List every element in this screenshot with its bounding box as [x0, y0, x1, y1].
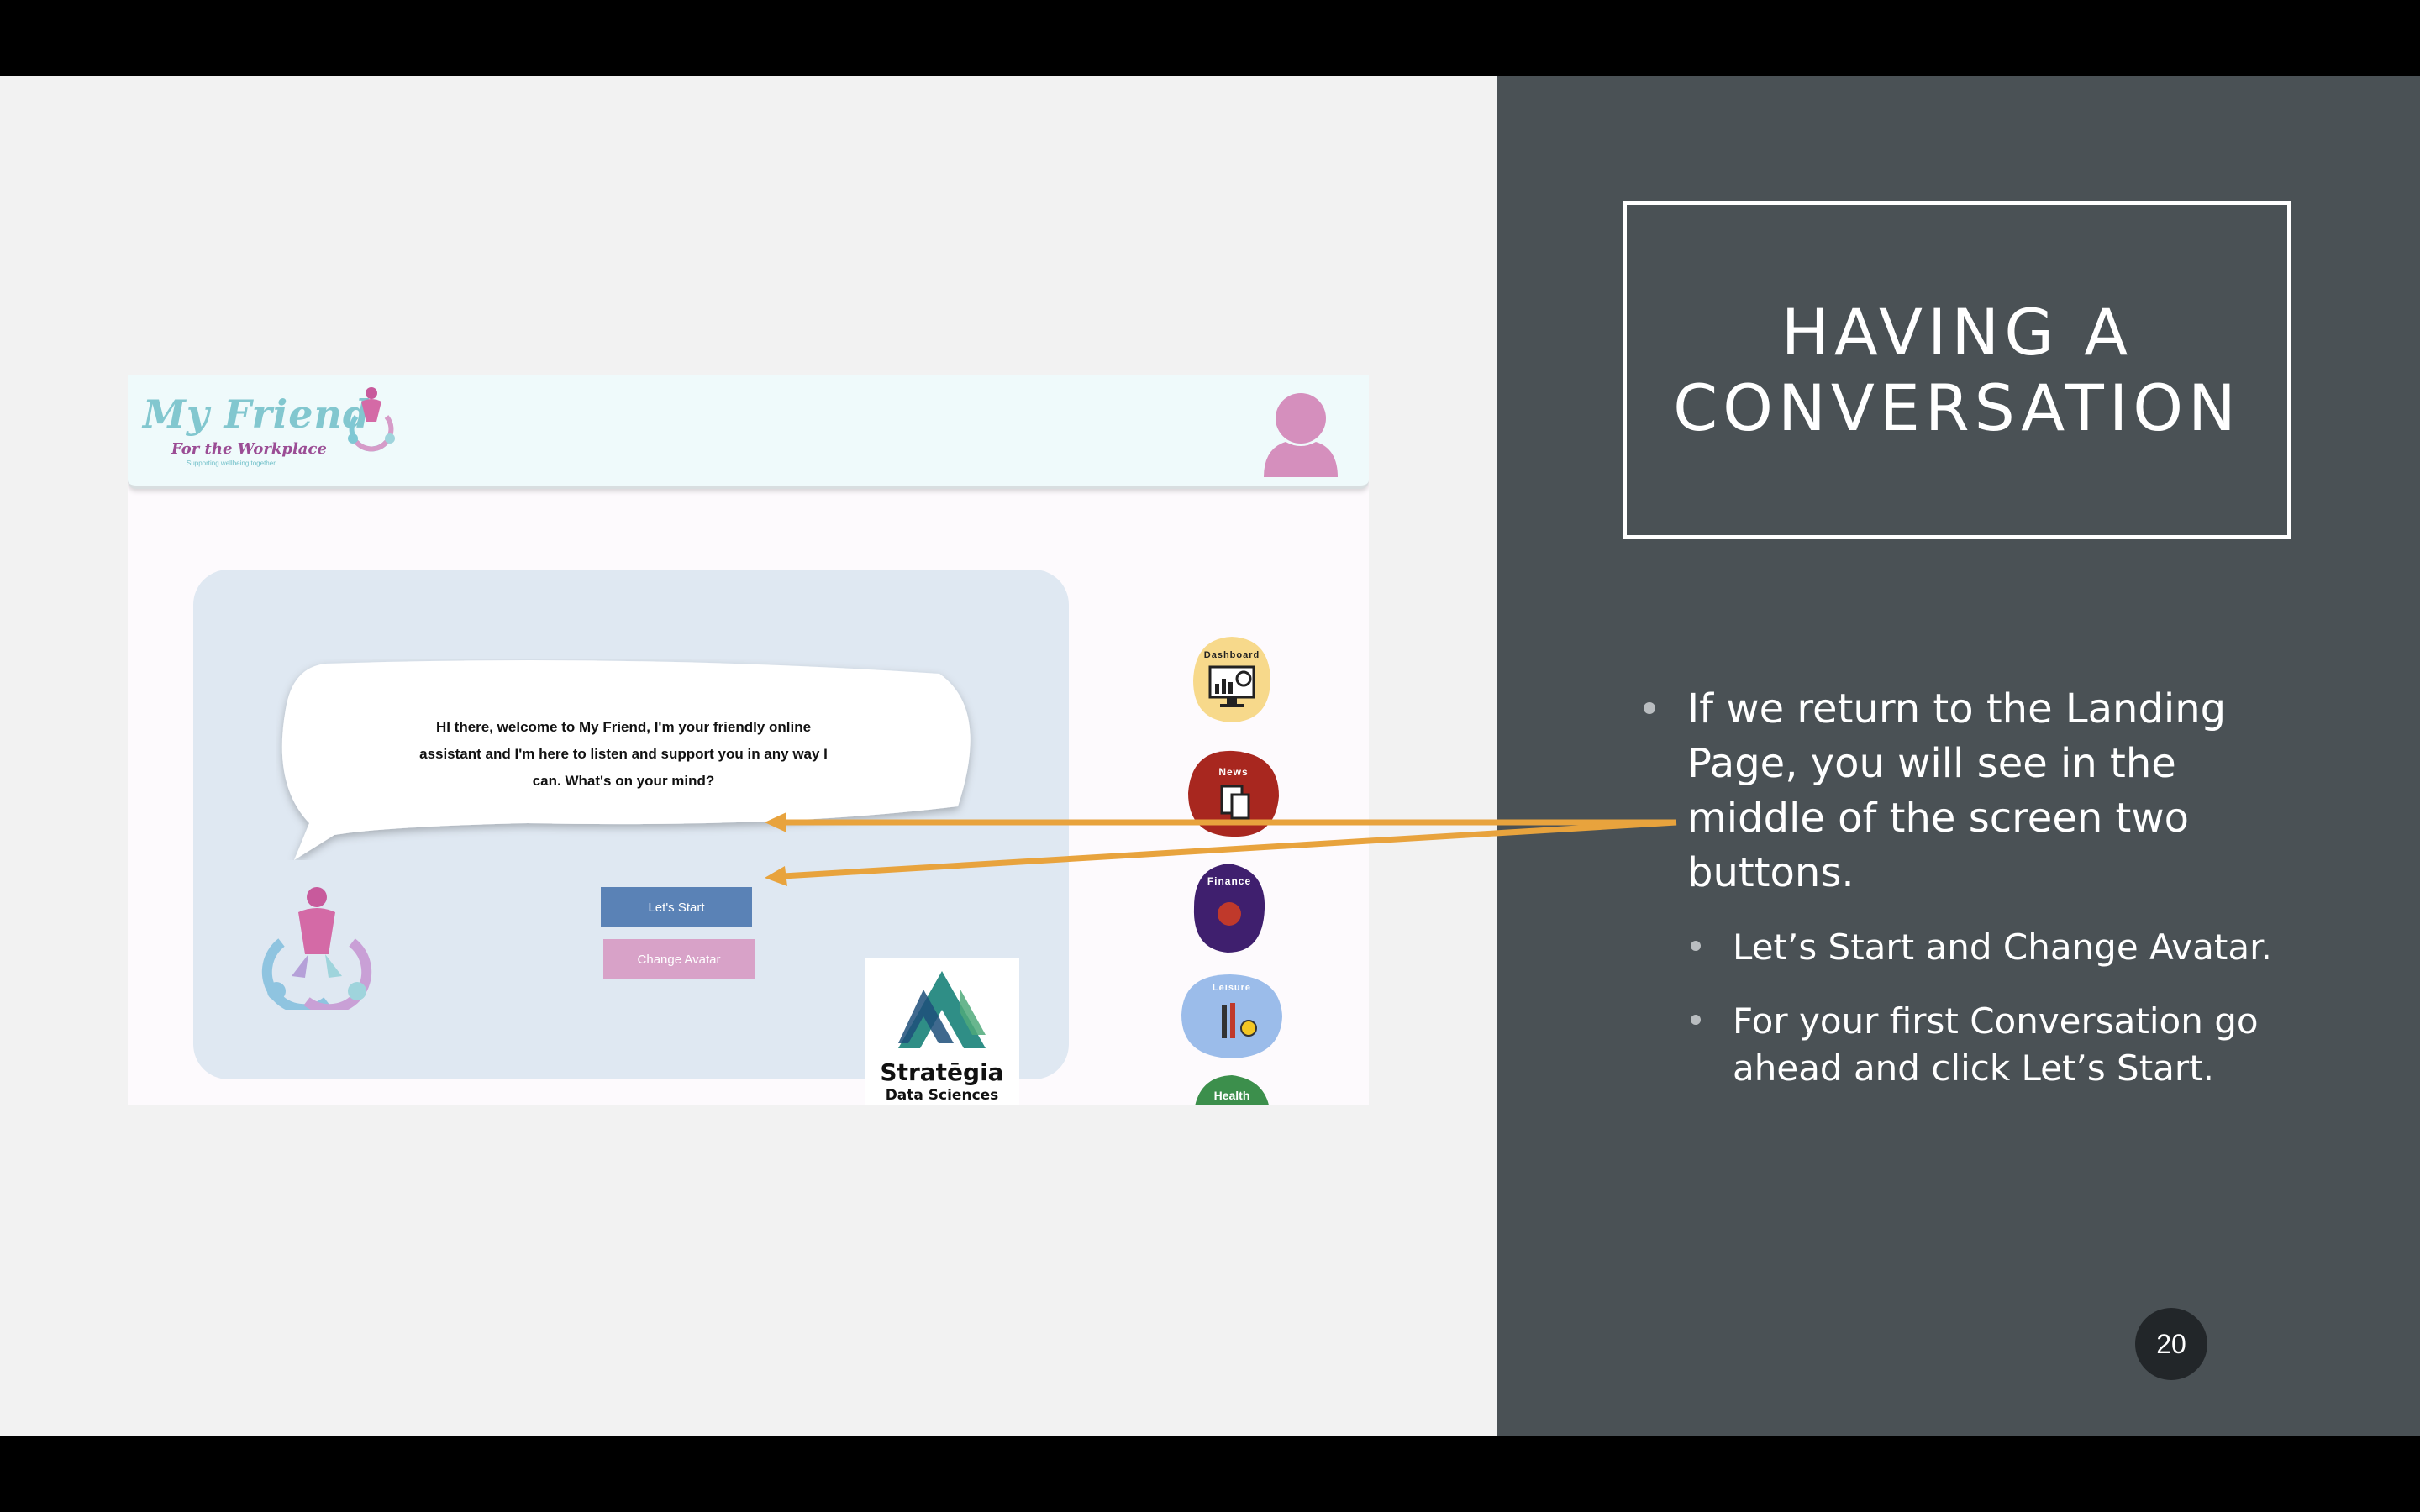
bullet-2: Let’s Start and Change Avatar.	[1691, 924, 2338, 971]
change-avatar-button[interactable]: Change Avatar	[603, 939, 755, 979]
nav-news-label: News	[1218, 766, 1249, 778]
bullet-1-text: If we return to the Landing Page, you wi…	[1687, 685, 2227, 896]
nav-dashboard-label: Dashboard	[1203, 650, 1260, 660]
nav-finance[interactable]: Finance	[1189, 862, 1270, 954]
nav-news[interactable]: News	[1185, 748, 1282, 840]
finance-icon	[1193, 864, 1265, 953]
logo-tagline: Supporting wellbeing together	[187, 459, 276, 467]
page-number: 20	[2135, 1308, 2207, 1380]
user-avatar-icon[interactable]	[1260, 390, 1341, 477]
bullet-2-text: Let’s Start and Change Avatar.	[1733, 927, 2272, 968]
bullet-1: If we return to the Landing Page, you wi…	[1644, 682, 2275, 900]
strategia-name: Stratēgia	[880, 1058, 1004, 1086]
app-screenshot: My Friend For the Workplace Supporting w…	[128, 375, 1369, 1105]
bullet-dot	[1644, 702, 1655, 714]
app-header: My Friend For the Workplace Supporting w…	[128, 375, 1369, 489]
speech-bubble	[281, 660, 971, 860]
slide-title: HAVING A CONVERSATION	[1673, 294, 2241, 445]
slide: My Friend For the Workplace Supporting w…	[0, 76, 2420, 1436]
news-icon	[1188, 750, 1279, 837]
dashboard-icon	[1193, 637, 1270, 722]
bullet-dot	[1691, 941, 1701, 951]
bullet-3: For your first Conversation go ahead and…	[1691, 998, 2321, 1092]
bullet-3-text: For your first Conversation go ahead and…	[1733, 1000, 2259, 1089]
health-icon	[1195, 1075, 1270, 1105]
logo-figures-icon	[348, 387, 395, 452]
right-panel	[1497, 76, 2420, 1436]
nav-health-label: Health	[1213, 1089, 1250, 1102]
lets-start-button[interactable]: Let's Start	[601, 887, 752, 927]
logo-subtitle: For the Workplace	[171, 440, 327, 458]
welcome-message: HI there, welcome to My Friend, I'm your…	[419, 719, 828, 789]
leisure-icon	[1181, 974, 1282, 1058]
strategia-logo-card: Stratēgia Data Sciences	[865, 958, 1019, 1105]
nav-finance-label: Finance	[1207, 875, 1252, 887]
strategia-triangle-logo-icon	[898, 971, 986, 1048]
title-box: HAVING A CONVERSATION	[1623, 201, 2291, 539]
nav-leisure-label: Leisure	[1212, 983, 1252, 993]
strategia-subtitle: Data Sciences	[885, 1087, 999, 1104]
nav-leisure[interactable]: Leisure	[1178, 973, 1286, 1060]
nav-dashboard[interactable]: Dashboard	[1188, 633, 1276, 726]
bullet-dot	[1691, 1015, 1701, 1025]
nav-health[interactable]: Health	[1188, 1074, 1276, 1105]
logo-title: My Friend	[143, 391, 371, 437]
mascot-avatar-icon	[261, 887, 372, 1010]
